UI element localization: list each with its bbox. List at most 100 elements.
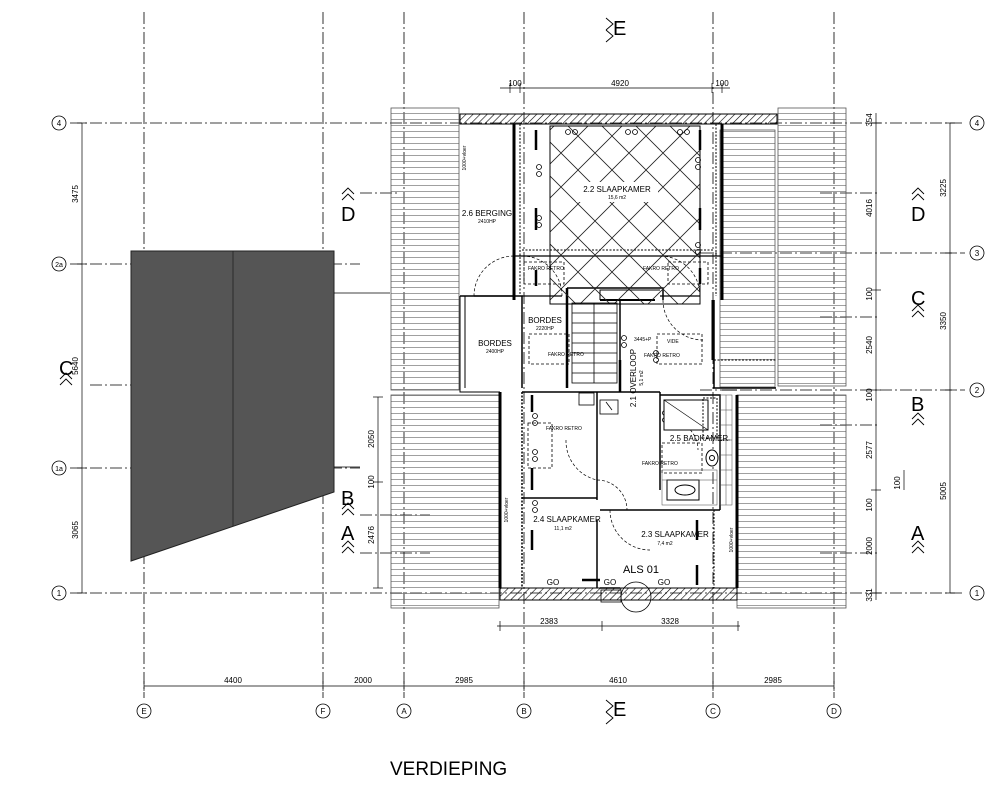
side-dimension-texts: 3475 5640 3065 2050 100 2476 3225 3350 5… [71, 113, 948, 602]
dim-2985-right: 2985 [764, 676, 782, 685]
drawing-title: VERDIEPING [390, 759, 508, 780]
room-overloop-area: 5,1 m2 [639, 370, 645, 386]
door-note-left: 1000+vloer [504, 497, 510, 522]
dim-2577: 2577 [865, 441, 874, 459]
grid-bubble-3-right-label: 3 [975, 249, 980, 258]
room-bordes-left-height: 2400HP [486, 349, 505, 355]
dim-3225: 3225 [939, 179, 948, 197]
section-label-d-left: D [341, 204, 355, 226]
dim-3350: 3350 [939, 312, 948, 330]
dim-354: 354 [865, 113, 874, 127]
window-note-e: FAKRO RETRO [528, 266, 564, 272]
dim-2383: 2383 [540, 617, 558, 626]
grid-bubble-2-right-label: 2 [975, 386, 980, 395]
room-bordes-top: BORDES [528, 316, 562, 325]
window-note-b: FAKRO RETRO [644, 353, 680, 359]
section-label-e-bottom: E [613, 699, 626, 721]
grid-bubble-4-right-label: 4 [975, 119, 980, 128]
room-slaapkamer-2-3-area: 7,4 m2 [657, 541, 673, 547]
bathroom-tiles [661, 394, 733, 506]
section-label-b-right: B [911, 394, 924, 416]
room-slaapkamer-2-2-area: 15,6 m2 [608, 195, 626, 201]
dim-2540: 2540 [865, 336, 874, 354]
section-label-e-top: E [613, 18, 626, 40]
window-note-c: FAKRO RETRO [546, 426, 582, 432]
room-badkamer: 2.5 BADKAMER [670, 434, 728, 443]
room-slaapkamer-2-2: 2.2 SLAAPKAMER [583, 185, 651, 194]
dashed-outlines [523, 261, 709, 474]
room-berging-height: 2410HP [478, 219, 497, 225]
dim-3328: 3328 [661, 617, 679, 626]
grid-bubble-1-right-label: 1 [975, 589, 980, 598]
dim-2476: 2476 [367, 526, 376, 544]
dim-top-100-left: 100 [508, 79, 522, 88]
roof-shadow-block [130, 250, 390, 562]
dim-4610: 4610 [609, 676, 627, 685]
grid-bubbles-bottom [136, 703, 842, 719]
dim-100-c: 100 [865, 498, 874, 512]
room-berging: 2.6 BERGING [462, 209, 512, 218]
grid-bubbles-side [51, 115, 985, 601]
dim-100-d: 100 [893, 476, 902, 490]
window-note-d: FAKRO RETRO [642, 461, 678, 467]
grid-bubble-a-label: A [401, 707, 407, 716]
dim-3065: 3065 [71, 521, 80, 539]
room-slaapkamer-2-4-area: 11,1 m2 [554, 526, 572, 532]
dim-5640: 5640 [71, 357, 80, 375]
grid-bubble-c-label: C [710, 707, 716, 716]
dim-top-100-right: 100 [715, 79, 729, 88]
section-label-d-right: D [911, 204, 925, 226]
grid-bubble-b-label: B [521, 707, 526, 716]
bathroom-fixtures [663, 397, 730, 501]
dim-100-a: 100 [865, 287, 874, 301]
go-label-2: GO [604, 578, 616, 587]
room-bordes-top-height: 2220HP [536, 326, 555, 332]
room-slaapkamer-2-3: 2.3 SLAAPKAMER [641, 530, 709, 539]
grid-bubble-f-label: F [321, 707, 326, 716]
dimension-lines [77, 83, 955, 691]
room-bordes-left: BORDES [478, 339, 512, 348]
dim-top-4920: 4920 [611, 79, 629, 88]
dim-100-b: 100 [865, 388, 874, 402]
dim-331: 331 [865, 588, 874, 602]
grid-bubble-e-label: E [141, 707, 146, 716]
go-label-1: GO [547, 578, 559, 587]
section-label-a-right: A [911, 523, 925, 545]
roof-window-diamond [549, 125, 701, 305]
als-marker [620, 581, 652, 613]
beam-marks [530, 130, 702, 585]
bottom-dimension-texts: 4400 2000 2985 4610 2985 100 4920 100 23… [224, 79, 782, 685]
section-label-a-left: A [341, 523, 355, 545]
dim-2000-right: 2000 [865, 537, 874, 555]
dim-2000: 2000 [354, 676, 372, 685]
roof-surfaces [390, 107, 847, 609]
door-note-right: 1000+vloer [729, 527, 735, 552]
level-note: 3445+P [634, 337, 652, 343]
room-overloop: 2.1 OVERLOOP [629, 349, 638, 407]
vide-note: VIDE [667, 339, 679, 345]
grid-bubble-d-label: D [831, 707, 837, 716]
hatched-walls [459, 113, 778, 601]
dim-4400: 4400 [224, 676, 242, 685]
grid-bubble-1-left-label: 1 [57, 589, 62, 598]
section-label-c-left: C [59, 358, 73, 380]
dim-left-100: 100 [367, 475, 376, 489]
window-note-a: FAKRO RETRO [548, 352, 584, 358]
window-note-f: FAKRO RETRO [643, 266, 679, 272]
grid-bubble-1a-label: 1a [55, 466, 63, 473]
room-slaapkamer-2-4: 2.4 SLAAPKAMER [533, 515, 601, 524]
grid-bubble-4-left-label: 4 [57, 119, 62, 128]
section-label-c-right: C [911, 288, 925, 310]
dim-4016: 4016 [865, 199, 874, 217]
dim-3475: 3475 [71, 185, 80, 203]
door-swings [473, 255, 704, 551]
dim-2050: 2050 [367, 430, 376, 448]
dim-5005: 5005 [939, 482, 948, 500]
door-note-top: 1000+vloer [462, 145, 468, 170]
dim-2985-left: 2985 [455, 676, 473, 685]
go-label-3: GO [658, 578, 670, 587]
section-markers [59, 17, 925, 725]
section-label-b-left: B [341, 488, 354, 510]
grid-bubble-2a-label: 2a [55, 262, 63, 269]
